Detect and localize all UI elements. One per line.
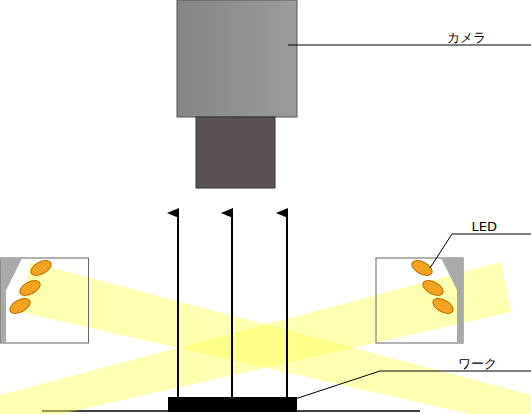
light-beams [0,262,531,414]
led-housing-right [376,258,463,343]
camera-body [177,0,297,117]
led-housing-left [1,258,89,343]
camera-lens [196,117,275,188]
light-arrows [178,213,287,397]
camera-label: カメラ [447,31,486,45]
work-piece [168,397,297,412]
work-label: ワーク [458,357,497,371]
led-label: LED [472,220,497,234]
leader-lines [288,45,531,400]
